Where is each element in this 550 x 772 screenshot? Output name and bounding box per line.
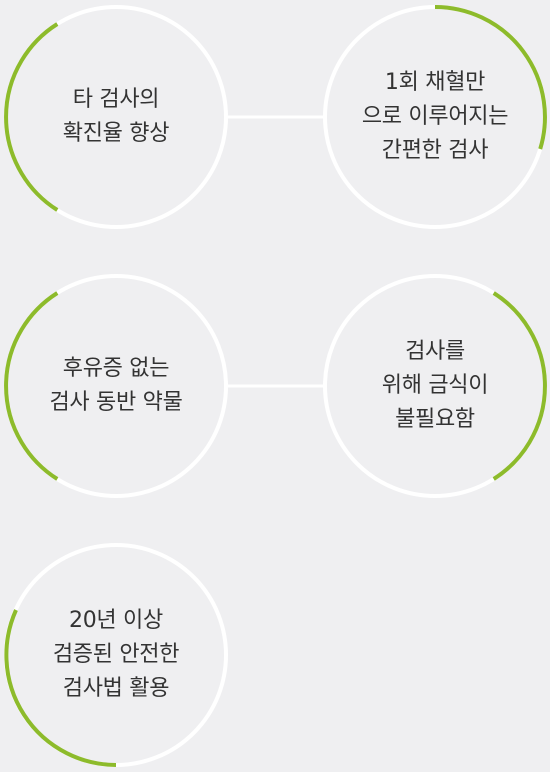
benefit-circle-2: 1회 채혈만 으로 이루어지는 간편한 검사 [322, 4, 548, 230]
benefit-circle-5: 20년 이상 검증된 안전한 검사법 활용 [3, 542, 229, 768]
benefit-text-line: 검사를 [405, 339, 465, 364]
benefit-text-line: 검사법 활용 [62, 676, 170, 701]
benefit-text-line: 확진율 향상 [62, 121, 170, 146]
benefit-label: 1회 채혈만 으로 이루어지는 간편한 검사 [322, 4, 548, 230]
circle-ring [4, 543, 228, 767]
benefit-label: 타 검사의 확진율 향상 [3, 4, 229, 230]
benefit-circle-1: 타 검사의 확진율 향상 [3, 4, 229, 230]
benefit-text-line: 타 검사의 [72, 87, 160, 112]
benefit-label: 후유증 없는 검사 동반 약물 [3, 273, 229, 499]
benefit-label: 검사를 위해 금식이 불필요함 [322, 273, 548, 499]
benefit-label: 20년 이상 검증된 안전한 검사법 활용 [3, 542, 229, 768]
benefit-text-line: 으로 이루어지는 [361, 104, 509, 129]
benefit-text-line: 후유증 없는 [62, 356, 170, 381]
circle-ring [4, 274, 228, 498]
circle-ring [323, 274, 547, 498]
benefit-text-line: 검증된 안전한 [52, 642, 180, 667]
benefit-circle-3: 후유증 없는 검사 동반 약물 [3, 273, 229, 499]
benefit-circle-4: 검사를 위해 금식이 불필요함 [322, 273, 548, 499]
circle-ring [323, 5, 547, 229]
benefit-text-line: 위해 금식이 [381, 373, 489, 398]
benefit-text-line: 20년 이상 [69, 608, 163, 633]
benefit-text-line: 검사 동반 약물 [49, 390, 183, 415]
circle-ring [4, 5, 228, 229]
benefit-text-line: 간편한 검사 [381, 138, 489, 163]
benefit-text-line: 불필요함 [395, 407, 475, 432]
benefit-text-line: 1회 채혈만 [384, 70, 486, 95]
